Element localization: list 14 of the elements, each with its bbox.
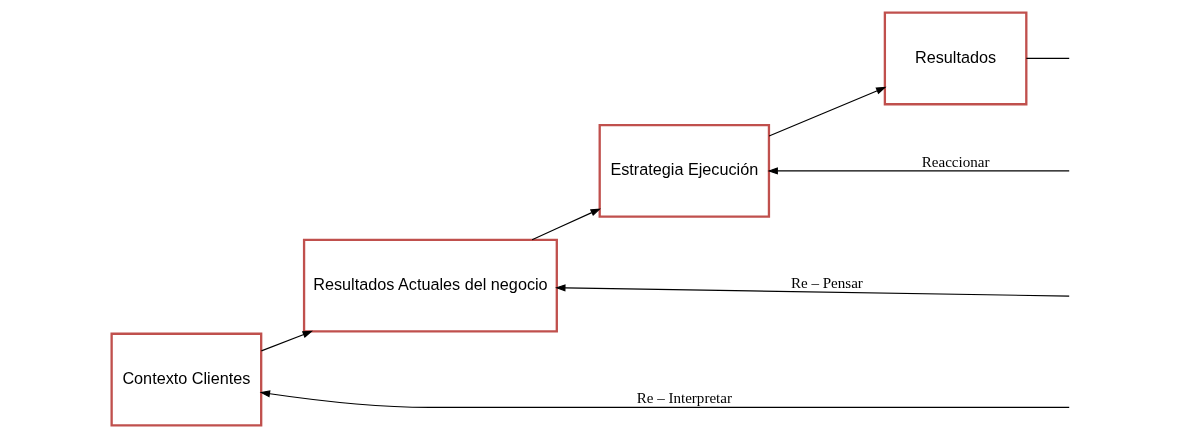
arrow (766, 167, 1070, 175)
edge-label: Reaccionar (921, 153, 989, 170)
arrow (768, 86, 886, 137)
edge-label: Re – Interpretar (636, 390, 732, 407)
node-box: Contexto Clientes (110, 332, 262, 427)
arrow (531, 208, 601, 241)
node-box: Estrategia Ejecución (598, 123, 770, 218)
arrow (259, 390, 1070, 408)
arrow (260, 330, 313, 352)
edge-label: Re – Pensar (790, 275, 863, 292)
arrow (554, 284, 1070, 297)
node-box: Resultados (883, 11, 1027, 106)
node-box: Resultados Actuales del negocio (302, 238, 558, 333)
connector (1025, 57, 1070, 59)
